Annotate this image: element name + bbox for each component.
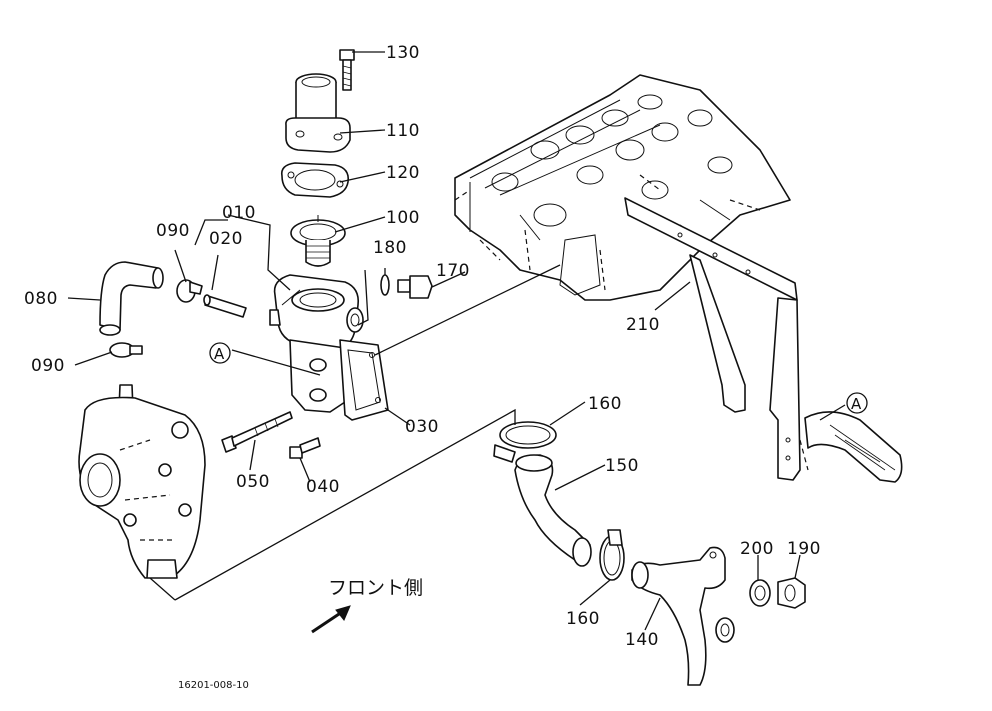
callout-110: 110 [386,121,420,141]
washer-200 [749,579,771,607]
callout-080: 080 [24,289,58,309]
callout-090-bottom: 090 [31,356,65,376]
callout-100: 100 [386,208,420,228]
callout-130: 130 [386,43,420,63]
callout-020: 020 [209,229,243,249]
reference-a-left-text: A [214,345,225,363]
callout-010: 010 [222,203,256,223]
thermostat-cover-110 [285,73,351,153]
hose-clamp-160-bottom [599,529,625,581]
bracket-210 [624,197,801,481]
washer-180 [380,274,390,296]
hose-clamp-090-bottom [109,342,143,358]
callout-050: 050 [236,472,270,492]
callout-150: 150 [605,456,639,476]
pipe-reference-a-right [799,411,903,483]
bolt-050 [221,411,293,453]
gasket-120 [280,162,350,198]
callout-180: 180 [373,238,407,258]
callout-160-bottom: 160 [566,609,600,629]
bolt-040 [289,437,321,459]
plug-170 [397,275,433,299]
thermostat-housing-010 [269,274,364,413]
plug-190 [777,577,806,609]
callout-120: 120 [386,163,420,183]
callout-090-top: 090 [156,221,190,241]
water-pump [78,384,206,579]
bypass-hose-080 [99,261,164,336]
figure-id: 16201-008-10 [178,680,249,691]
callout-140: 140 [625,630,659,650]
callout-030: 030 [405,417,439,437]
hose-clamp-160-top [493,421,557,463]
gasket-030 [339,339,389,421]
reference-mark-a-right: A [846,392,868,414]
callout-170: 170 [436,261,470,281]
hose-clamp-090-top [176,279,203,303]
water-pipe-140 [631,546,735,686]
callout-190: 190 [787,539,821,559]
pipe-020 [203,294,247,318]
leader-lines [67,51,846,631]
callout-210: 210 [626,315,660,335]
reference-mark-a-left: A [209,342,231,364]
water-hose-150 [514,454,592,567]
callout-160-top: 160 [588,394,622,414]
arrow-up-right-icon [311,605,351,634]
bolt-130 [339,49,355,91]
front-side-label: フロント側 [328,577,423,599]
reference-a-right-text: A [851,395,862,413]
callout-040: 040 [306,477,340,497]
callout-200: 200 [740,539,774,559]
thermostat-100 [290,215,346,267]
